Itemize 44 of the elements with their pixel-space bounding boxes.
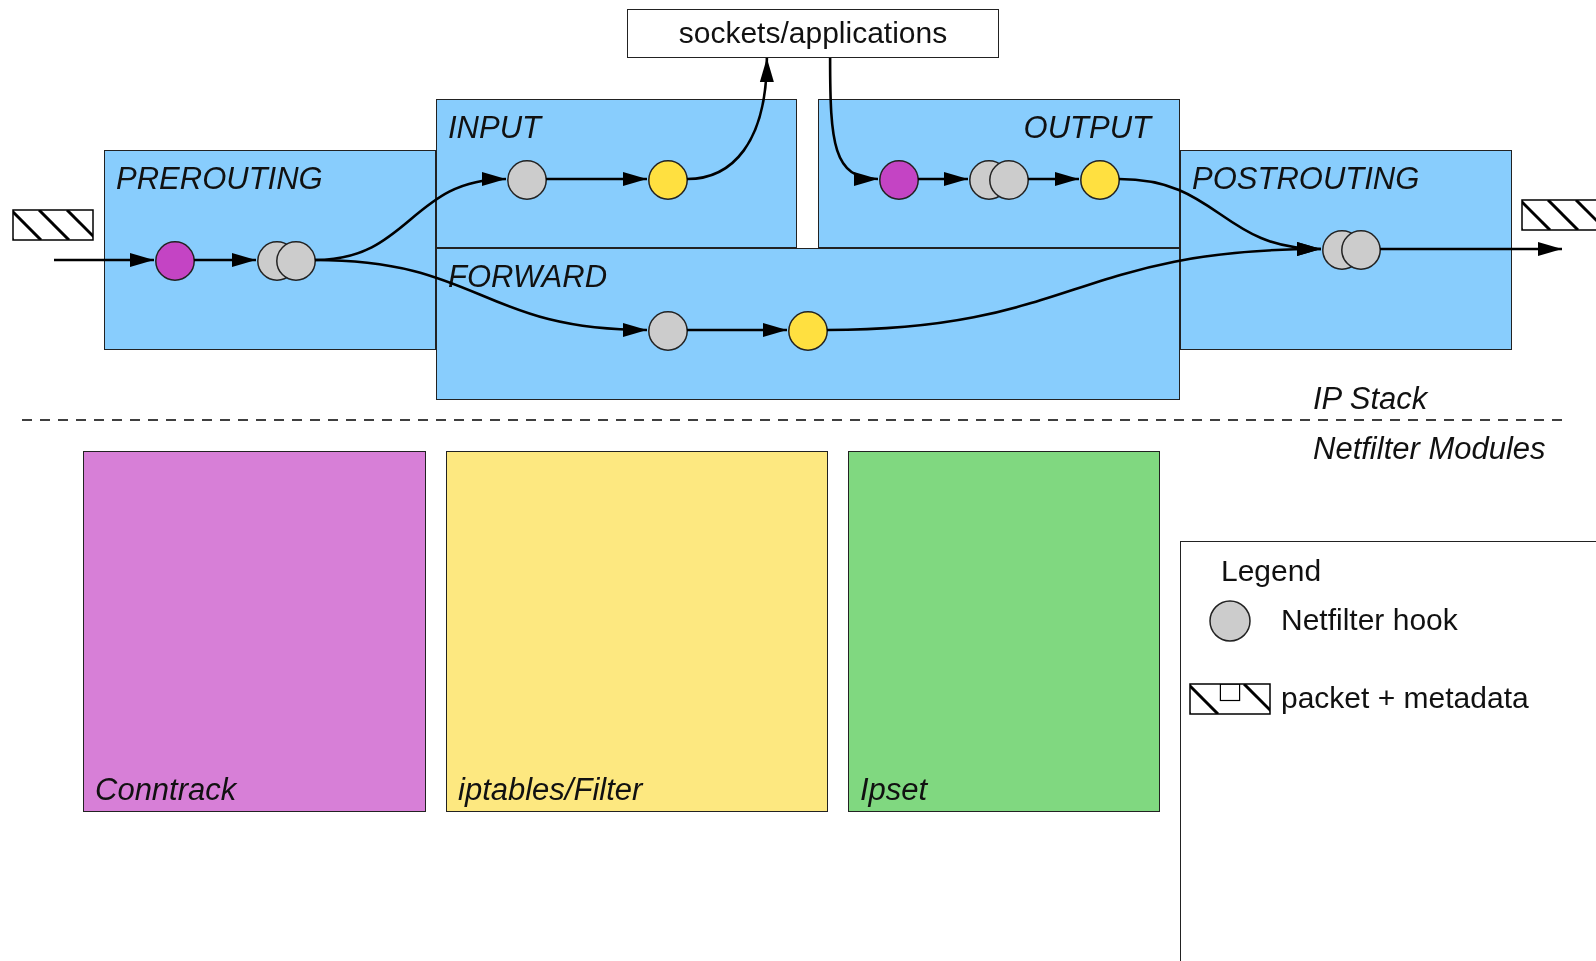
chain-box (1180, 150, 1512, 350)
hook-circle (788, 311, 828, 351)
process-box (627, 9, 999, 58)
hook-circle (879, 160, 919, 200)
double-hook-circle (969, 160, 1029, 200)
arrow (687, 323, 787, 337)
box-title: POSTROUTING (1192, 163, 1420, 194)
box-title: Conntrack (95, 774, 237, 805)
legend-label: Netfilter hook (1281, 605, 1458, 635)
hook-circle (507, 160, 547, 200)
box-title: INPUT (448, 112, 541, 143)
module-box (83, 451, 426, 812)
layer-label: IP Stack (1313, 383, 1428, 414)
chain-box (104, 150, 436, 350)
arrow (918, 172, 968, 186)
box-title: iptables/Filter (458, 774, 643, 805)
box-title: FORWARD (448, 261, 608, 292)
hook-circle (648, 160, 688, 200)
hook-circle (648, 311, 688, 351)
box-title: OUTPUT (1023, 112, 1151, 143)
arrow (1028, 172, 1079, 186)
chain-box (436, 248, 1180, 400)
chain-box (436, 99, 797, 248)
legend-title: Legend (1221, 556, 1322, 586)
double-hook-circle (1322, 230, 1381, 270)
hook-circle (155, 241, 195, 281)
box-label: sockets/applications (677, 18, 949, 48)
arrow (828, 58, 879, 185)
box-title: Ipset (860, 774, 928, 805)
arrow (194, 253, 256, 267)
double-hook-circle (257, 241, 316, 281)
module-box (446, 451, 828, 812)
arrow (826, 242, 1322, 332)
hook-circle (1080, 160, 1120, 200)
module-box (848, 451, 1160, 812)
arrow (1380, 242, 1562, 256)
legend-label: packet + metadata (1281, 683, 1529, 713)
box-title: PREROUTING (116, 163, 323, 194)
arrow (314, 258, 648, 337)
layer-label: Netfilter Modules (1313, 433, 1546, 464)
arrow (54, 253, 154, 267)
arrow (686, 57, 773, 181)
chain-box (818, 99, 1180, 248)
arrow (546, 172, 647, 186)
